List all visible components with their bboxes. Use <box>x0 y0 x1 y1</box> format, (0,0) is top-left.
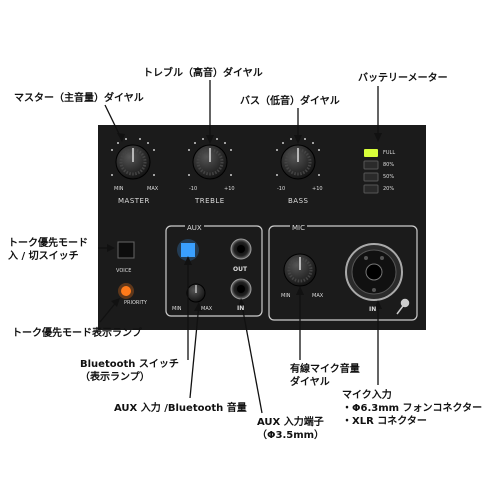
mic-min-label: MIN <box>281 293 291 299</box>
aux-in-label: IN <box>237 305 245 312</box>
battery-meter-callout: バッテリーメーター <box>358 73 448 84</box>
voice-label: VOICE <box>116 268 132 274</box>
talk-priority-switch[interactable] <box>117 241 135 259</box>
mic-input-combo-jack[interactable] <box>345 243 403 301</box>
priority-label: PRIORITY <box>124 300 147 306</box>
mic-max-label: MAX <box>312 293 324 299</box>
treble-dial-callout: トレブル（高音）ダイヤル <box>143 68 263 79</box>
master-dial[interactable] <box>115 144 151 180</box>
master-dial-callout: マスター（主音量）ダイヤル <box>14 93 144 104</box>
mic-section-frame <box>268 225 418 321</box>
mic-input-callout: マイク入力 ・Φ6.3mm フォンコネクター ・XLR コネクター <box>342 390 483 427</box>
battery-led-80 <box>363 160 379 170</box>
mic-in-label: IN <box>369 306 377 313</box>
battery-80-label: 80% <box>383 162 395 168</box>
aux-max-label: MAX <box>201 306 213 312</box>
master-scale <box>111 138 155 176</box>
battery-led-20 <box>363 184 379 194</box>
mic-icon <box>396 298 410 315</box>
aux-min-label: MIN <box>172 306 182 312</box>
bass-label: BASS <box>288 197 309 205</box>
battery-led-50 <box>363 172 379 182</box>
master-label: MASTER <box>118 197 150 205</box>
mic-volume-callout: 有線マイク音量 ダイヤル <box>290 364 360 388</box>
aux-out-label: OUT <box>233 266 248 273</box>
treble-min-label: -10 <box>189 186 198 192</box>
aux-volume-dial[interactable] <box>186 283 206 303</box>
battery-led-full <box>364 149 378 157</box>
treble-max-label: +10 <box>224 186 235 192</box>
bass-scale <box>276 138 320 176</box>
treble-dial[interactable] <box>192 144 228 180</box>
treble-label: TREBLE <box>195 197 225 205</box>
battery-20-label: 20% <box>383 186 395 192</box>
master-min-label: MIN <box>114 186 124 192</box>
bluetooth-switch-callout: Bluetooth スイッチ （表示ランプ） <box>80 359 179 383</box>
battery-full-label: FULL <box>383 150 396 156</box>
mic-label: MIC <box>290 224 307 232</box>
bass-dial[interactable] <box>280 144 316 180</box>
talk-switch-callout: トーク優先モード 入 / 切スイッチ <box>8 238 88 262</box>
aux-out-jack[interactable] <box>230 238 252 260</box>
master-max-label: MAX <box>147 186 159 192</box>
battery-meter <box>363 149 379 194</box>
aux-jack-callout: AUX 入力端子 （Φ3.5mm） <box>257 417 325 441</box>
aux-label: AUX <box>185 224 204 232</box>
mic-volume-dial[interactable] <box>283 253 317 287</box>
battery-50-label: 50% <box>383 174 395 180</box>
callout-arrowheads <box>107 133 382 311</box>
aux-volume-callout: AUX 入力 /Bluetooth 音量 <box>114 403 247 414</box>
bluetooth-switch[interactable] <box>181 243 195 257</box>
bass-max-label: +10 <box>312 186 323 192</box>
bass-dial-callout: バス（低音）ダイヤル <box>240 96 340 107</box>
aux-in-jack[interactable] <box>230 278 252 300</box>
talk-lamp-callout: トーク優先モード表示ランプ <box>12 328 142 339</box>
aux-section-frame <box>165 225 263 317</box>
priority-lamp <box>121 286 131 296</box>
treble-scale <box>188 138 232 176</box>
bass-min-label: -10 <box>277 186 286 192</box>
